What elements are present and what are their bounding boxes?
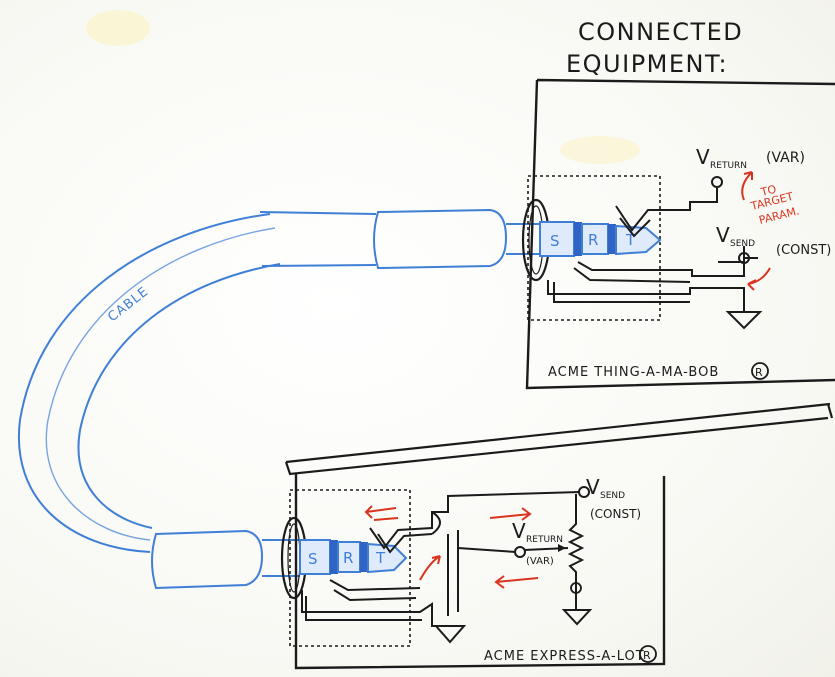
top-registered-icon: [751, 362, 769, 380]
header-line-2: EQUIPMENT:: [566, 50, 728, 78]
bottom-return-lead: [457, 547, 517, 553]
top-return-terminal: [711, 176, 723, 188]
bottom-wiper-arrow-icon: [558, 544, 566, 552]
bottom-vertical-feed: [447, 530, 459, 616]
bottom-registered-mark: R: [643, 649, 651, 662]
bottom-v-send-v: V: [586, 475, 600, 499]
top-device-enclosure: [525, 78, 835, 390]
bottom-tip-spring: [377, 533, 433, 554]
top-return-arrow-icon: [741, 171, 753, 201]
top-plug-band-1: [574, 222, 582, 256]
cable-strain-relief-upper: [259, 211, 377, 267]
bottom-registered-icon: [639, 645, 657, 663]
top-device-name: ACME THING-A-MA-BOB: [548, 365, 719, 380]
top-send-terminal: [738, 252, 750, 264]
bottom-sleeve-ground-wire: [301, 590, 450, 627]
cable-connector-lower: [151, 529, 264, 590]
top-note: TO TARGET PARAM.: [741, 171, 801, 291]
bottom-flow-arrow-right-icon: [489, 507, 532, 521]
bottom-potentiometer-resistor: [567, 494, 585, 586]
top-plug-label-r: R: [588, 231, 598, 249]
top-sleeve-ground-wire-2: [553, 282, 690, 303]
top-plug: S R T: [539, 221, 662, 257]
bottom-loop-arrow-icon: [419, 555, 441, 581]
bottom-v-return-qualifier: (VAR): [526, 556, 554, 567]
bottom-plug-band-2: [360, 542, 368, 572]
top-plug-tip: [615, 224, 662, 256]
top-ring-contact-lower: [573, 267, 691, 283]
top-v-send-v: V: [716, 223, 730, 247]
top-v-return-sub: RETURN: [710, 161, 747, 171]
top-tip-contact-spring: [619, 217, 651, 238]
bottom-v-send-qualifier: (CONST): [590, 507, 641, 521]
bottom-return-terminal: [514, 546, 526, 558]
bottom-plug: S R T: [299, 539, 408, 575]
top-device-jack-outline: [527, 175, 661, 321]
top-v-return-qualifier: (VAR): [766, 150, 805, 166]
bottom-device-enclosure: [294, 474, 666, 670]
top-wiring: [547, 188, 758, 312]
top-plug-band-2: [608, 224, 616, 254]
smudge-top-device: [560, 136, 640, 164]
bottom-plug-label-s: S: [308, 550, 318, 568]
cable: [17, 208, 540, 590]
bottom-device-jack-outline: [289, 489, 411, 647]
bottom-plug-band-1: [330, 540, 338, 574]
header-line-1: CONNECTED: [578, 18, 743, 46]
bottom-send-terminal: [578, 486, 590, 498]
top-v-return-v: V: [696, 145, 710, 169]
bottom-jack-ring-inner: [287, 523, 301, 593]
top-sleeve-ground-wire: [547, 280, 745, 312]
top-plug-label-s: S: [550, 232, 560, 250]
bottom-v-return-sub: RETURN: [526, 535, 563, 545]
bottom-ring-contact: [329, 579, 421, 602]
bottom-ground-icon-right: [561, 609, 593, 626]
bottom-flow-arrow-left-icon: [364, 505, 397, 519]
smudge-top-left: [86, 10, 150, 46]
bottom-device: S R T V SEND (CONST): [280, 402, 834, 670]
top-send-arrow-icon: [747, 267, 771, 291]
bottom-plug-label-r: R: [343, 549, 353, 567]
bottom-v-return-v: V: [512, 519, 526, 543]
cable-connector-upper: [373, 208, 508, 270]
top-plug-label-t: T: [625, 231, 636, 249]
cable-plug-shaft-lower: [262, 539, 300, 577]
bottom-v-send-sub: SEND: [600, 491, 625, 501]
bottom-plug-sleeve: [299, 539, 331, 575]
top-device: S R T V RETURN (VAR) V SEND (CONST) TO: [521, 78, 835, 390]
top-tip-contact-wire: [615, 188, 718, 232]
top-ring-contact-wire: [577, 257, 758, 277]
bottom-tip-wire-bend: [431, 511, 441, 535]
bottom-device-lid: [284, 402, 834, 476]
bottom-return-arrow-icon: [494, 575, 539, 589]
top-note-line-1: TO: [759, 182, 778, 199]
bottom-plug-label-t: T: [375, 549, 386, 567]
bottom-ground-icon-left: [433, 625, 467, 644]
bottom-flow-arrow-left-tail: [373, 517, 399, 521]
cable-strand-mid: [45, 227, 276, 541]
bottom-red-arrows: [364, 505, 539, 589]
cable-strand-outer: [17, 213, 271, 553]
top-v-send-qualifier: (CONST): [776, 243, 831, 258]
top-ground-icon: [725, 311, 763, 330]
bottom-plug-tip: [367, 542, 408, 574]
top-v-send-sub: SEND: [730, 239, 755, 249]
cable-strand-inner: [77, 263, 281, 529]
bottom-ground-node: [570, 582, 582, 594]
top-registered-mark: R: [755, 366, 763, 379]
bottom-device-name: ACME EXPRESS-A-LOT: [484, 649, 645, 664]
